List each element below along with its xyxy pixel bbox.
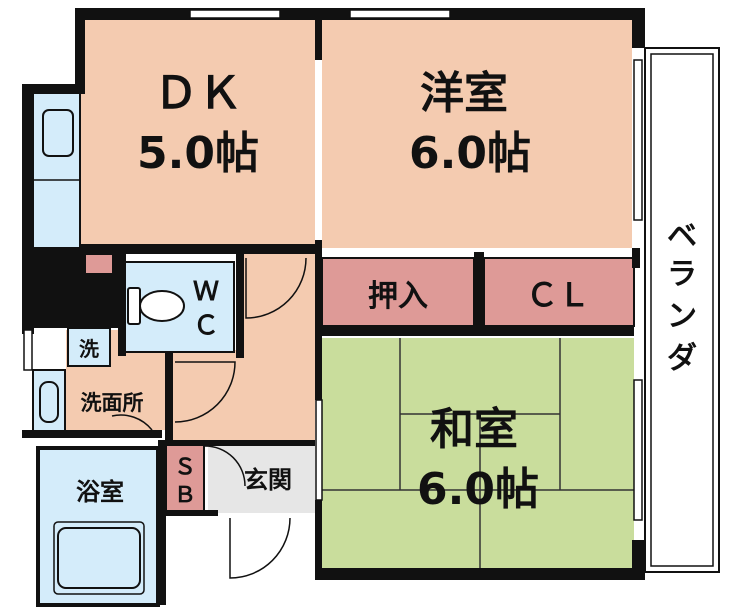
entry-area (208, 445, 315, 513)
bathtub-icon (57, 527, 141, 589)
hall-floor-2 (165, 350, 245, 440)
oshiire-label: 押入 (368, 279, 428, 314)
washitsu-name: 和室 (430, 404, 518, 455)
dk-size: 5.0帖 (137, 128, 259, 179)
wc-label-w: Ｗ (193, 277, 219, 307)
closet-area (483, 257, 635, 327)
washitsu-floor (322, 338, 634, 568)
veranda-char-2: ラ (667, 257, 697, 292)
yoshitsu-size: 6.0帖 (409, 128, 531, 179)
doors (111, 257, 323, 579)
hall-floor (240, 252, 315, 442)
tatami-lines (322, 338, 634, 568)
vanity-basin-icon (39, 381, 59, 423)
veranda (644, 47, 720, 573)
wc-label-c: Ｃ (193, 311, 219, 341)
yokushitsu-label: 浴室 (76, 478, 124, 506)
toilet-icon (127, 287, 185, 325)
yoshitsu-name: 洋室 (420, 68, 508, 119)
veranda-char-3: ン (667, 299, 697, 334)
washitsu-size: 6.0帖 (417, 464, 539, 515)
veranda-char-4: ダ (667, 341, 697, 376)
sink-icon (42, 109, 74, 157)
sb-label-s: Ｓ (174, 455, 196, 480)
senmenjo-label: 洗面所 (81, 391, 144, 415)
pillar-marker (86, 255, 112, 273)
closet-label: ＣＬ (526, 276, 590, 314)
veranda-char-1: ベ (667, 219, 697, 254)
sb-label-b: Ｂ (174, 483, 196, 508)
dk-floor (80, 18, 315, 248)
dk-name: ＤＫ (154, 68, 242, 119)
yoshitsu-floor (322, 18, 632, 248)
washer-label: 洗 (79, 337, 99, 361)
windows (23, 9, 643, 521)
genkan-label: 玄関 (244, 466, 292, 494)
